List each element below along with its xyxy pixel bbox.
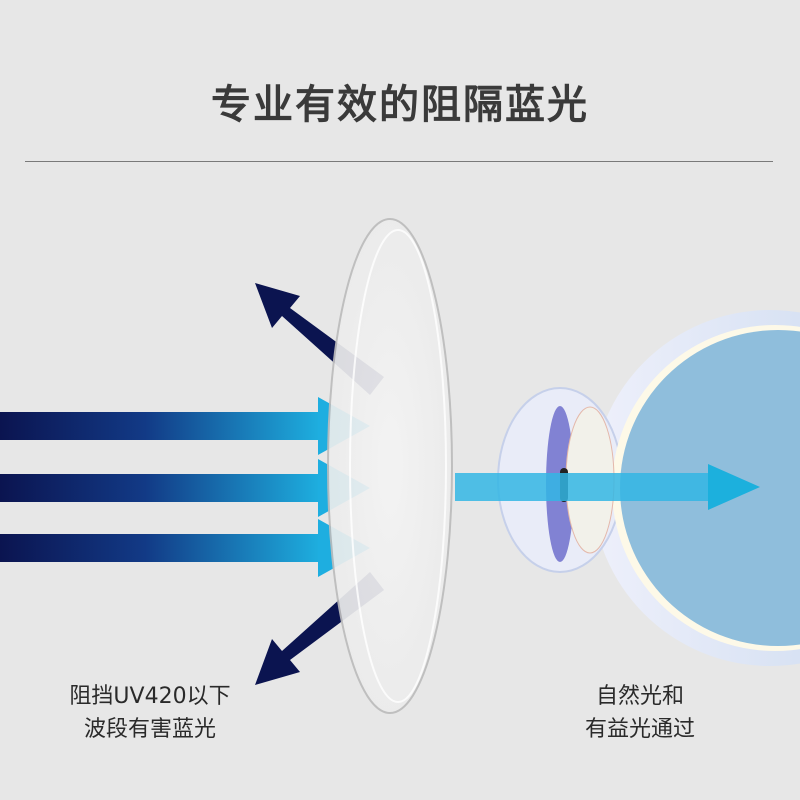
blocked-light-caption: 阻挡UV420以下 波段有害蓝光 [40, 680, 260, 746]
caption-line: 波段有害蓝光 [83, 717, 216, 742]
transmitted-light-arrow [455, 464, 760, 510]
lens [327, 218, 453, 714]
incoming-arrow [0, 397, 370, 455]
passed-light-caption: 自然光和 有益光通过 [530, 680, 750, 746]
incoming-arrow [0, 519, 370, 577]
caption-line: 阻挡UV420以下 [69, 684, 231, 709]
caption-line: 有益光通过 [584, 717, 695, 742]
page-title: 专业有效的阻隔蓝光 [211, 82, 589, 128]
divider [25, 161, 773, 162]
incoming-arrow [0, 459, 370, 517]
incoming-light-arrows [0, 397, 370, 577]
caption-line: 自然光和 [595, 684, 684, 709]
